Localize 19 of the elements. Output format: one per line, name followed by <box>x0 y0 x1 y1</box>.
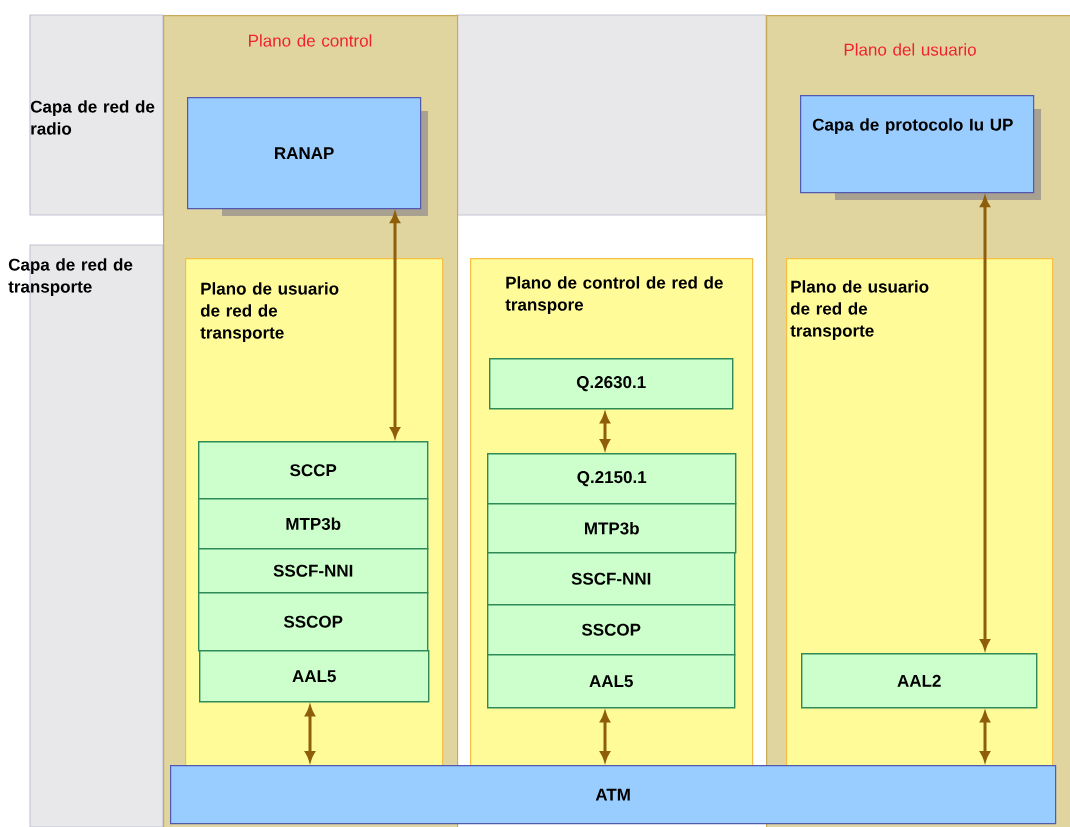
protocol-box: AAL5 <box>199 650 430 703</box>
layer-label: Capa de red de transporte <box>8 258 133 297</box>
layer-label: Capa de red de radio <box>30 100 155 135</box>
protocol-box: ATM <box>170 765 1057 825</box>
protocol-box: SSCOP <box>487 604 736 656</box>
protocol-box: MTP3b <box>487 503 737 554</box>
protocol-box: SSCOP <box>198 592 429 652</box>
protocol-box: Capa de protocolo Iu UP <box>800 95 1041 200</box>
protocol-box: SSCF-NNI <box>487 552 736 606</box>
protocol-box: AAL2 <box>801 653 1038 709</box>
protocol-box: MTP3b <box>198 498 429 550</box>
protocol-box: RANAP <box>187 97 428 216</box>
protocol-box: Q.2150.1 <box>487 453 737 505</box>
protocol-box: Q.2630.1 <box>489 358 734 410</box>
protocol-box: SSCF-NNI <box>198 548 429 594</box>
protocol-box: SCCP <box>198 441 429 500</box>
arrow <box>980 196 990 650</box>
protocol-box: AAL5 <box>487 654 736 709</box>
arrow <box>390 212 400 438</box>
